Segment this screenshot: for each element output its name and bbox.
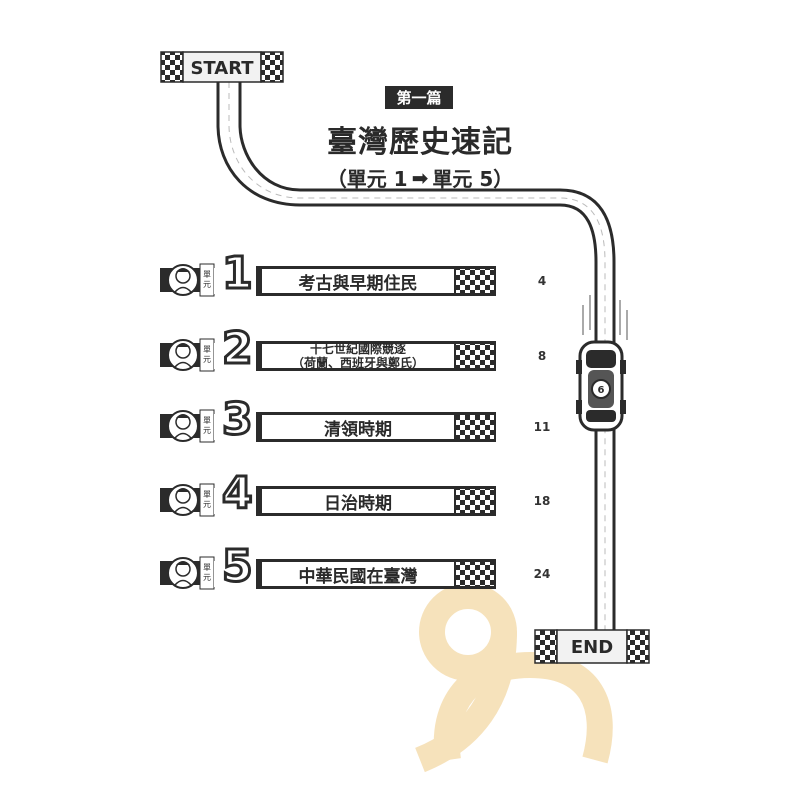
end-flag bbox=[534, 629, 650, 664]
part-label: 第一篇 bbox=[385, 86, 453, 109]
page-number: 4 bbox=[537, 274, 547, 288]
unit-badge-label: 單元 bbox=[203, 490, 211, 509]
unit-number: 3 bbox=[221, 394, 255, 445]
race-car-icon: 6 bbox=[576, 340, 626, 432]
unit-title[interactable]: 十七世紀國際競逐（荷蘭、西班牙與鄭氏） bbox=[262, 342, 454, 370]
road bbox=[216, 82, 616, 640]
unit-number: 2 bbox=[221, 323, 255, 374]
road-centerline bbox=[228, 82, 606, 640]
unit-badge-label: 單元 bbox=[203, 416, 211, 435]
unit-banner bbox=[160, 338, 496, 372]
character-avatar-icon bbox=[168, 340, 198, 370]
page-title: 臺灣歷史速記 bbox=[327, 125, 513, 160]
page-subtitle: （單元 1 ➡ 單元 5） bbox=[300, 163, 540, 192]
unit-title[interactable]: 考古與早期住民 bbox=[298, 273, 418, 294]
unit-badge-label: 單元 bbox=[203, 270, 211, 289]
character-avatar-icon bbox=[168, 558, 198, 588]
unit-title[interactable]: 日治時期 bbox=[324, 493, 392, 514]
unit-title[interactable]: 清領時期 bbox=[324, 419, 392, 440]
unit-number: 4 bbox=[221, 468, 255, 519]
page-number: 8 bbox=[537, 349, 547, 363]
subtitle-suffix: 單元 5） bbox=[432, 167, 514, 191]
unit-badge-label: 單元 bbox=[203, 345, 211, 364]
unit-banner bbox=[160, 263, 496, 297]
page-number: 11 bbox=[533, 420, 551, 434]
end-label: END bbox=[570, 637, 614, 658]
character-avatar-icon bbox=[168, 265, 198, 295]
subtitle-prefix: （單元 1 bbox=[326, 167, 408, 191]
start-label: START bbox=[190, 58, 254, 79]
character-avatar-icon bbox=[168, 411, 198, 441]
unit-banner bbox=[160, 409, 496, 443]
watermark-logo bbox=[414, 583, 613, 773]
unit-banner bbox=[160, 556, 496, 590]
unit-banner bbox=[160, 483, 496, 517]
speed-lines bbox=[582, 295, 628, 340]
character-avatar-icon bbox=[168, 485, 198, 515]
unit-title-line: 十七世紀國際競逐 bbox=[309, 342, 406, 356]
start-flag bbox=[160, 51, 284, 83]
page-number: 18 bbox=[533, 494, 551, 508]
unit-title[interactable]: 中華民國在臺灣 bbox=[298, 566, 418, 587]
page-number: 24 bbox=[533, 567, 551, 581]
unit-title-line: （荷蘭、西班牙與鄭氏） bbox=[291, 356, 424, 370]
unit-number: 5 bbox=[221, 541, 255, 592]
svg-text:6: 6 bbox=[598, 385, 605, 396]
right-arrow-icon: ➡ bbox=[411, 165, 429, 190]
unit-badge-label: 單元 bbox=[203, 563, 211, 582]
unit-number: 1 bbox=[221, 248, 255, 299]
